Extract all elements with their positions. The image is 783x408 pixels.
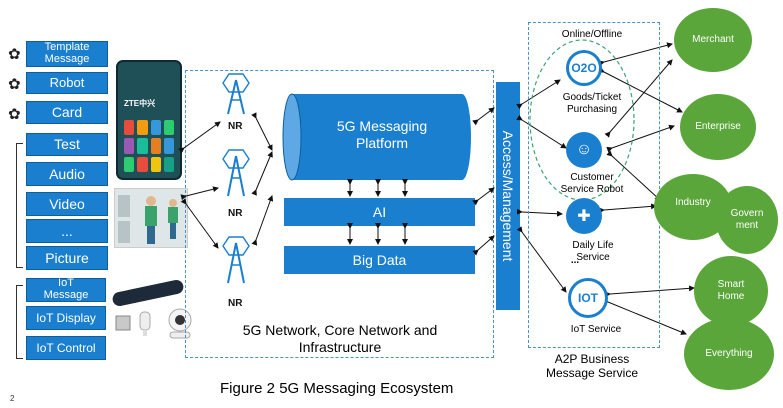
nr-label: NR: [228, 298, 243, 309]
antenna-icon: [222, 148, 250, 198]
enterprise-circle: Enterprise: [680, 94, 756, 160]
ai-bar: AI: [284, 198, 475, 226]
gear-icon: ✿: [8, 76, 21, 93]
test-button[interactable]: Test: [26, 133, 108, 156]
mannequin-image: [114, 188, 188, 248]
antenna-icon: [222, 72, 250, 116]
robot-icon: ☺: [566, 132, 602, 168]
card-button[interactable]: Card: [26, 101, 108, 124]
gear-icon: ✿: [8, 106, 21, 123]
government-circle: Govern ment: [716, 186, 778, 254]
iot-icon: IOT: [568, 278, 608, 318]
video-button[interactable]: Video: [26, 192, 108, 216]
audio-button[interactable]: Audio: [26, 162, 108, 186]
smartphone-image: ZTE中兴: [116, 60, 182, 180]
nr-label: NR: [228, 121, 243, 132]
o2o-icon: O2O: [566, 50, 602, 86]
a2p-boundary: [528, 22, 660, 348]
goods-ticket-label: Goods/Ticket Purchasing: [562, 92, 622, 115]
iot-service-label: IoT Service: [570, 324, 622, 335]
big-data-bar: Big Data: [284, 246, 475, 274]
nr-label: NR: [228, 208, 243, 219]
more-services-ellipsis: ...: [570, 255, 580, 266]
platform-label: 5G Messaging Platform: [336, 118, 428, 151]
daily-life-label: Daily Life Service: [572, 240, 614, 263]
smart-home-circle: Smart Home: [694, 256, 768, 326]
robot-button[interactable]: Robot: [26, 72, 108, 94]
page-number: 2: [10, 394, 15, 403]
a2p-title: A2P Business Message Service: [545, 352, 639, 381]
iot-message-button[interactable]: IoT Message: [26, 278, 106, 302]
phone-brand: ZTE中兴: [124, 99, 156, 108]
online-offline-label: Online/Offline: [561, 29, 623, 40]
access-management-bar: Access/Management: [496, 82, 520, 310]
customer-service-label: Customer Service Robot: [560, 172, 624, 195]
everything-circle: Everything: [684, 318, 774, 390]
figure-caption: Figure 2 5G Messaging Ecosystem: [220, 380, 454, 397]
group-bracket: [16, 143, 23, 268]
iot-display-button[interactable]: IoT Display: [26, 306, 106, 330]
more-button[interactable]: ...: [26, 219, 108, 243]
group-bracket: [16, 285, 23, 359]
merchant-circle: Merchant: [674, 8, 752, 72]
antenna-icon: [222, 235, 250, 285]
puzzle-icon: ✚: [566, 198, 602, 234]
template-message-button[interactable]: Template Message: [26, 41, 108, 67]
messaging-platform-cylinder: 5G Messaging Platform: [282, 92, 472, 182]
iot-control-button[interactable]: IoT Control: [26, 336, 106, 360]
network-label: 5G Network, Core Network and Infrastruct…: [242, 322, 438, 355]
picture-button[interactable]: Picture: [26, 246, 108, 270]
gear-icon: ✿: [8, 46, 21, 63]
